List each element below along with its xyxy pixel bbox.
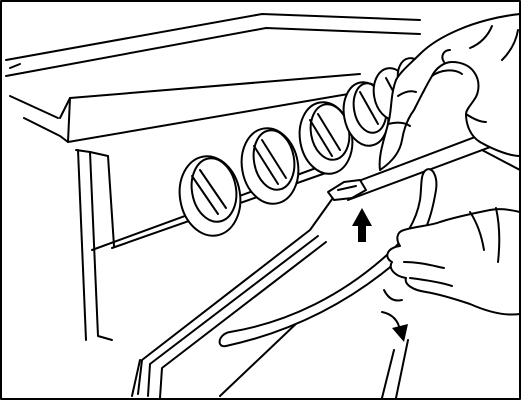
hand-right	[381, 207, 521, 399]
hand-left	[378, 13, 521, 171]
up-arrow-icon	[352, 208, 372, 242]
knob-2	[240, 127, 300, 205]
door-latch	[327, 179, 367, 201]
knob-1	[178, 155, 242, 237]
cooktop	[5, 13, 421, 143]
curved-arrow-icon	[381, 311, 408, 342]
